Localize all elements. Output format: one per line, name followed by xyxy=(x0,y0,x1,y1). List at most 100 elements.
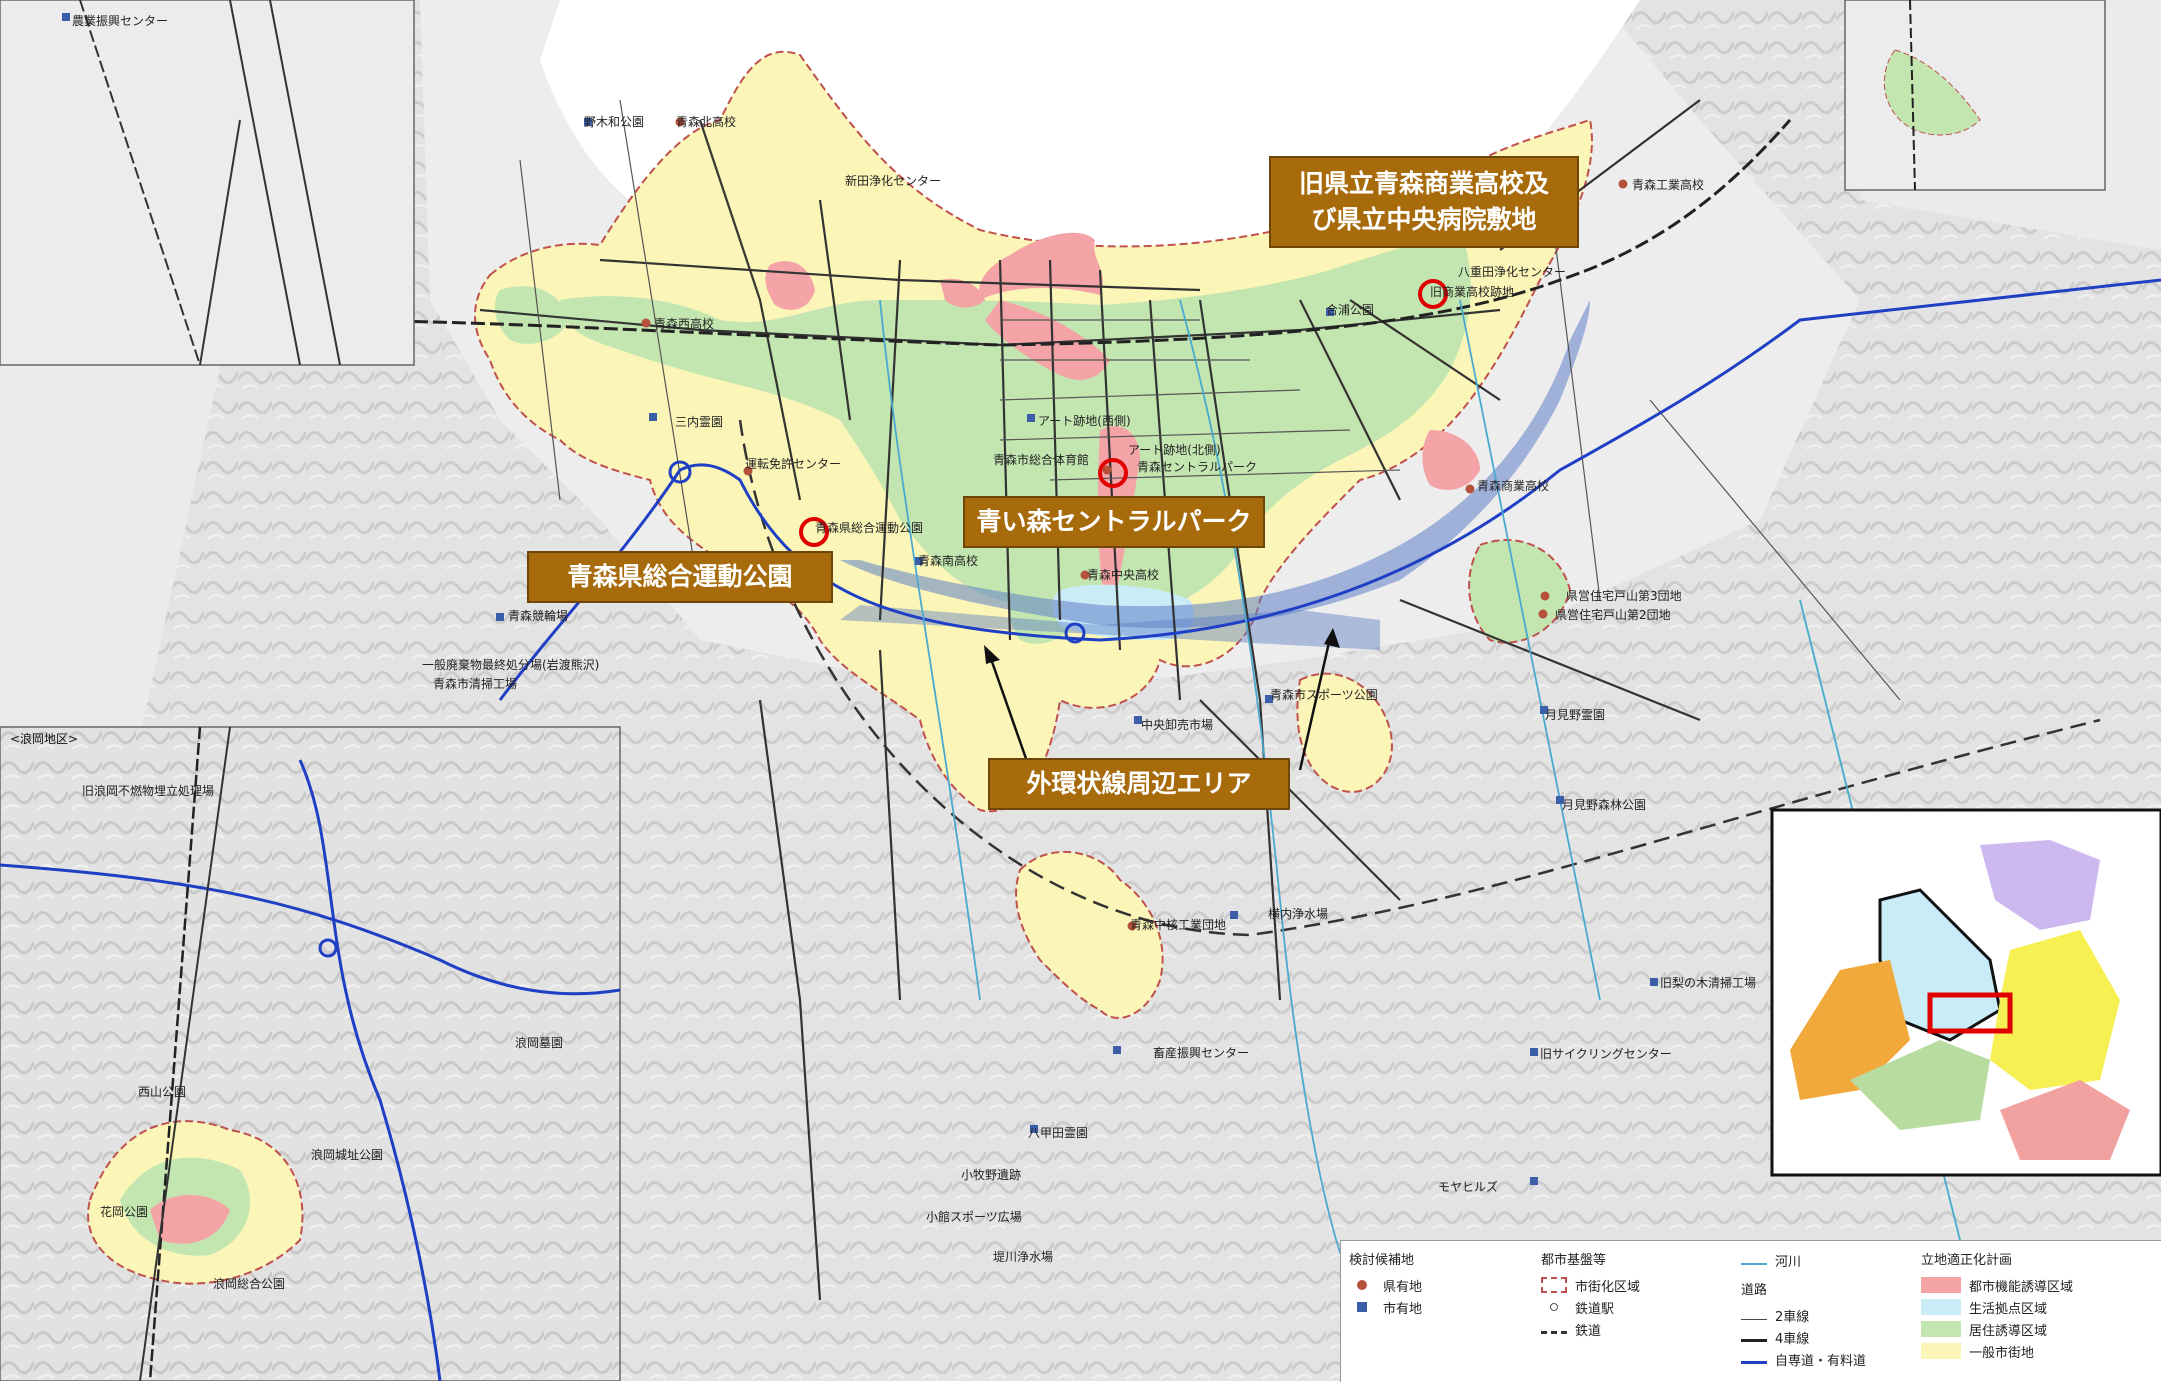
interchange xyxy=(1064,622,1086,644)
urban-function-zone-east xyxy=(1422,430,1480,490)
place-label: 小牧野遺跡 xyxy=(961,1168,1022,1182)
namioka-road xyxy=(139,726,231,1381)
place-label: モヤヒルズ xyxy=(1438,1180,1499,1194)
legend-river: 河川 xyxy=(1741,1249,1866,1271)
legend-item-label: 鉄道 xyxy=(1575,1323,1602,1339)
two-lane-road-icon xyxy=(1741,1311,1767,1320)
place-label: 青森中核工業団地 xyxy=(1130,918,1227,932)
place-label: 青森南高校 xyxy=(918,554,979,568)
legend-item-label: 自専道・有料道 xyxy=(1775,1353,1867,1369)
callout-sports-park: 青森県総合運動公園 xyxy=(527,551,833,603)
place-label: 一般廃棄物最終処分場(岩渡熊沢) xyxy=(422,658,600,672)
legend-item: 都市機能誘導区域 xyxy=(1921,1274,2073,1296)
place-label: アート跡地(西側) xyxy=(1038,414,1131,428)
arrow-head-right xyxy=(1324,628,1340,648)
legend-roads-title: 道路 xyxy=(1741,1283,1768,1298)
place-label: アート跡地(北側) xyxy=(1128,443,1221,457)
place-label: 中央卸売市場 xyxy=(1141,718,1214,732)
place-label: 青森西高校 xyxy=(654,317,715,331)
inset-namioka-title: <浪岡地区> xyxy=(10,732,79,746)
legend-item: 鉄道駅 xyxy=(1541,1296,1640,1318)
place-label: 新田浄化センター xyxy=(845,174,942,188)
place-label: 野木和公園 xyxy=(584,115,645,129)
four-lane-road-icon xyxy=(1741,1333,1767,1342)
place-label: 青森競輪場 xyxy=(508,609,569,623)
legend-item-label: 一般市街地 xyxy=(1969,1345,2035,1361)
city-land-icon xyxy=(1357,1302,1367,1312)
locator-kamikita xyxy=(1990,930,2120,1090)
place-label: 浪岡墓園 xyxy=(515,1036,564,1050)
place-label: 旧サイクリングセンター xyxy=(1540,1047,1672,1061)
legend-item-label: 生活拠点区域 xyxy=(1969,1301,2048,1317)
legend-infrastructure-title: 都市基盤等 xyxy=(1541,1253,1607,1268)
legend-item-label: 鉄道駅 xyxy=(1575,1301,1615,1317)
inset-ne-zone xyxy=(1883,49,1981,136)
place-label: 横内浄水場 xyxy=(1268,907,1329,921)
place-label: 畜産振興センター xyxy=(1153,1046,1250,1060)
interchange xyxy=(668,460,692,484)
namioka-function xyxy=(150,1195,230,1244)
place-label: 西山公園 xyxy=(138,1085,187,1099)
urbanization-zone-icon xyxy=(1541,1277,1567,1293)
place-label: 合浦公園 xyxy=(1326,303,1375,317)
legend-item-label: 市街化区域 xyxy=(1575,1279,1641,1295)
legend-item: 生活拠点区域 xyxy=(1921,1296,2073,1318)
legend-item: 居住誘導区域 xyxy=(1921,1318,2073,1340)
place-label: 浪岡城址公園 xyxy=(311,1148,384,1162)
river-line-icon xyxy=(1741,1255,1767,1265)
locator-west xyxy=(1790,960,1910,1100)
inset-northwest xyxy=(0,0,415,366)
locator-shimokita xyxy=(1980,840,2100,930)
place-label: 旧浪岡不燃物埋立処理場 xyxy=(82,784,215,798)
place-label: 浪岡総合公園 xyxy=(213,1277,286,1291)
legend-rivers-roads: 河川 道路 2車線 4車線自専道・有料道 xyxy=(1741,1249,1866,1370)
locator-sanpachi xyxy=(2000,1080,2130,1160)
place-label: 青森北高校 xyxy=(676,115,737,129)
place-label: 運転免許センター xyxy=(745,457,842,471)
plan-zone-swatch-icon xyxy=(1921,1299,1961,1315)
ring-road-area xyxy=(840,300,1590,628)
namioka-expressway xyxy=(0,863,621,996)
locator-highlight xyxy=(1927,992,2013,1034)
legend-item-label: 4車線 xyxy=(1775,1331,1810,1347)
legend-plan: 立地適正化計画 都市機能誘導区域生活拠点区域居住誘導区域一般市街地 xyxy=(1921,1249,2073,1362)
namioka-interchange xyxy=(318,938,338,958)
inset-namioka xyxy=(0,726,621,1381)
plan-zone-swatch-icon xyxy=(1921,1343,1961,1359)
legend-item: 市有地 xyxy=(1349,1296,1422,1318)
place-label: 青森市総合体育館 xyxy=(993,453,1090,467)
place-label: 県営住宅戸山第3団地 xyxy=(1566,589,1682,603)
legend-infrastructure: 都市基盤等 市街化区域鉄道駅鉄道 xyxy=(1541,1249,1640,1340)
place-label: 堤川浄水場 xyxy=(993,1250,1054,1264)
candidate-markers xyxy=(496,117,1658,1185)
inset-marker xyxy=(62,13,70,21)
inset-northwest-lines xyxy=(79,0,341,366)
railway-icon xyxy=(1541,1325,1567,1334)
place-label: 青森セントラルパーク xyxy=(1137,460,1258,474)
urbanization-zone-south xyxy=(1015,850,1164,1020)
place-label: 月見野森林公園 xyxy=(1562,798,1647,812)
minor-roads xyxy=(519,99,1901,701)
callout-ring-road-area: 外環状線周辺エリア xyxy=(988,758,1290,810)
place-label: 県営住宅戸山第2団地 xyxy=(1555,608,1671,622)
railway-line xyxy=(299,119,1792,347)
place-label: 八甲田霊園 xyxy=(1028,1126,1089,1140)
place-label: 月見野霊園 xyxy=(1545,708,1606,722)
station-icon xyxy=(1550,1303,1558,1311)
place-label: 八重田浄化センター xyxy=(1458,265,1567,279)
place-label: 青森商業高校 xyxy=(1477,479,1550,493)
urban-function-zone-small xyxy=(940,278,985,308)
legend-item: 4車線 xyxy=(1741,1326,1866,1348)
legend-item: 2車線 xyxy=(1741,1304,1866,1326)
namioka-rail xyxy=(148,726,202,1381)
candidate-circle-sports-park xyxy=(799,517,829,547)
place-label: 青森市スポーツ公園 xyxy=(1270,688,1378,702)
legend-item-label: 県有地 xyxy=(1383,1279,1423,1295)
legend-item: 市街化区域 xyxy=(1541,1274,1640,1296)
namioka-expressway-2 xyxy=(298,759,442,1381)
arrow-head-left xyxy=(984,645,1000,664)
legend-item-label: 2車線 xyxy=(1775,1309,1810,1325)
callout-former-school-site: 旧県立青森商業高校及 び県立中央病院敷地 xyxy=(1269,156,1579,248)
